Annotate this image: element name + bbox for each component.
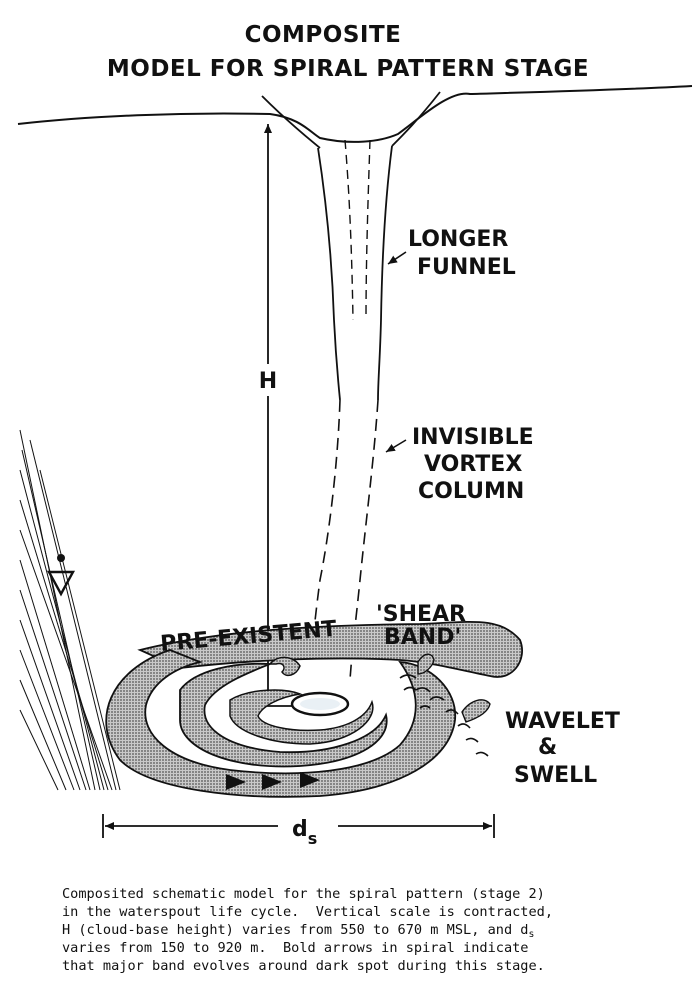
vortex-left-dash	[311, 399, 341, 651]
spiral-curl	[268, 656, 301, 677]
longer-funnel-leader	[387, 251, 407, 265]
funnel-cone-left	[261, 95, 321, 149]
height-label: H	[259, 369, 277, 394]
funnel-right-edge	[377, 145, 393, 401]
funnel-left-edge	[317, 147, 341, 401]
invisible-vortex-label-1: INVISIBLE	[412, 425, 534, 450]
caption-line-1: Composited schematic model for the spira…	[62, 886, 545, 902]
invisible-vortex-label-2: VORTEX	[424, 452, 522, 477]
caption-line-5: that major band evolves around dark spot…	[62, 958, 545, 974]
title-line-2: MODEL FOR SPIRAL PATTERN STAGE	[107, 56, 589, 82]
spiral-outer-band	[105, 649, 456, 798]
funnel-inner-dash-2	[365, 139, 371, 321]
longer-funnel-label-2: FUNNEL	[417, 255, 516, 280]
wavelet-label-1: WAVELET	[505, 709, 620, 734]
shear-band	[137, 620, 523, 678]
weather-symbol-icon	[46, 554, 76, 597]
wavelet-marks	[399, 674, 489, 757]
rain-shaft-lines	[19, 429, 121, 791]
ds-label: ds	[292, 817, 317, 848]
funnel-inner-dash-1	[344, 139, 354, 321]
caption-line-3: H (cloud-base height) varies from 550 to…	[62, 922, 535, 940]
wavelet-label-2: &	[538, 735, 557, 760]
shear-band-label-right-1: 'SHEAR	[376, 602, 466, 627]
caption-line-2: in the waterspout life cycle. Vertical s…	[62, 904, 554, 920]
caption-line-4: varies from 150 to 920 m. Bold arrows in…	[62, 940, 529, 956]
cloud-base-line	[17, 85, 693, 143]
spiral-inner-arm-2	[229, 689, 374, 745]
vortex-column-leader	[385, 439, 407, 453]
invisible-vortex-label-3: COLUMN	[418, 479, 524, 504]
bold-arrow-icon	[226, 772, 320, 790]
shear-band-label-right-2: BAND'	[384, 625, 461, 650]
spiral-inner-band	[179, 662, 388, 768]
dark-spot-inner	[300, 698, 340, 710]
swell-blob-2	[461, 699, 491, 723]
wavelet-label-3: SWELL	[514, 763, 597, 788]
title-line-1: COMPOSITE	[245, 22, 402, 48]
longer-funnel-label-1: LONGER	[408, 227, 508, 252]
funnel-cone-right	[391, 91, 441, 147]
swell-blob-1	[417, 653, 435, 675]
